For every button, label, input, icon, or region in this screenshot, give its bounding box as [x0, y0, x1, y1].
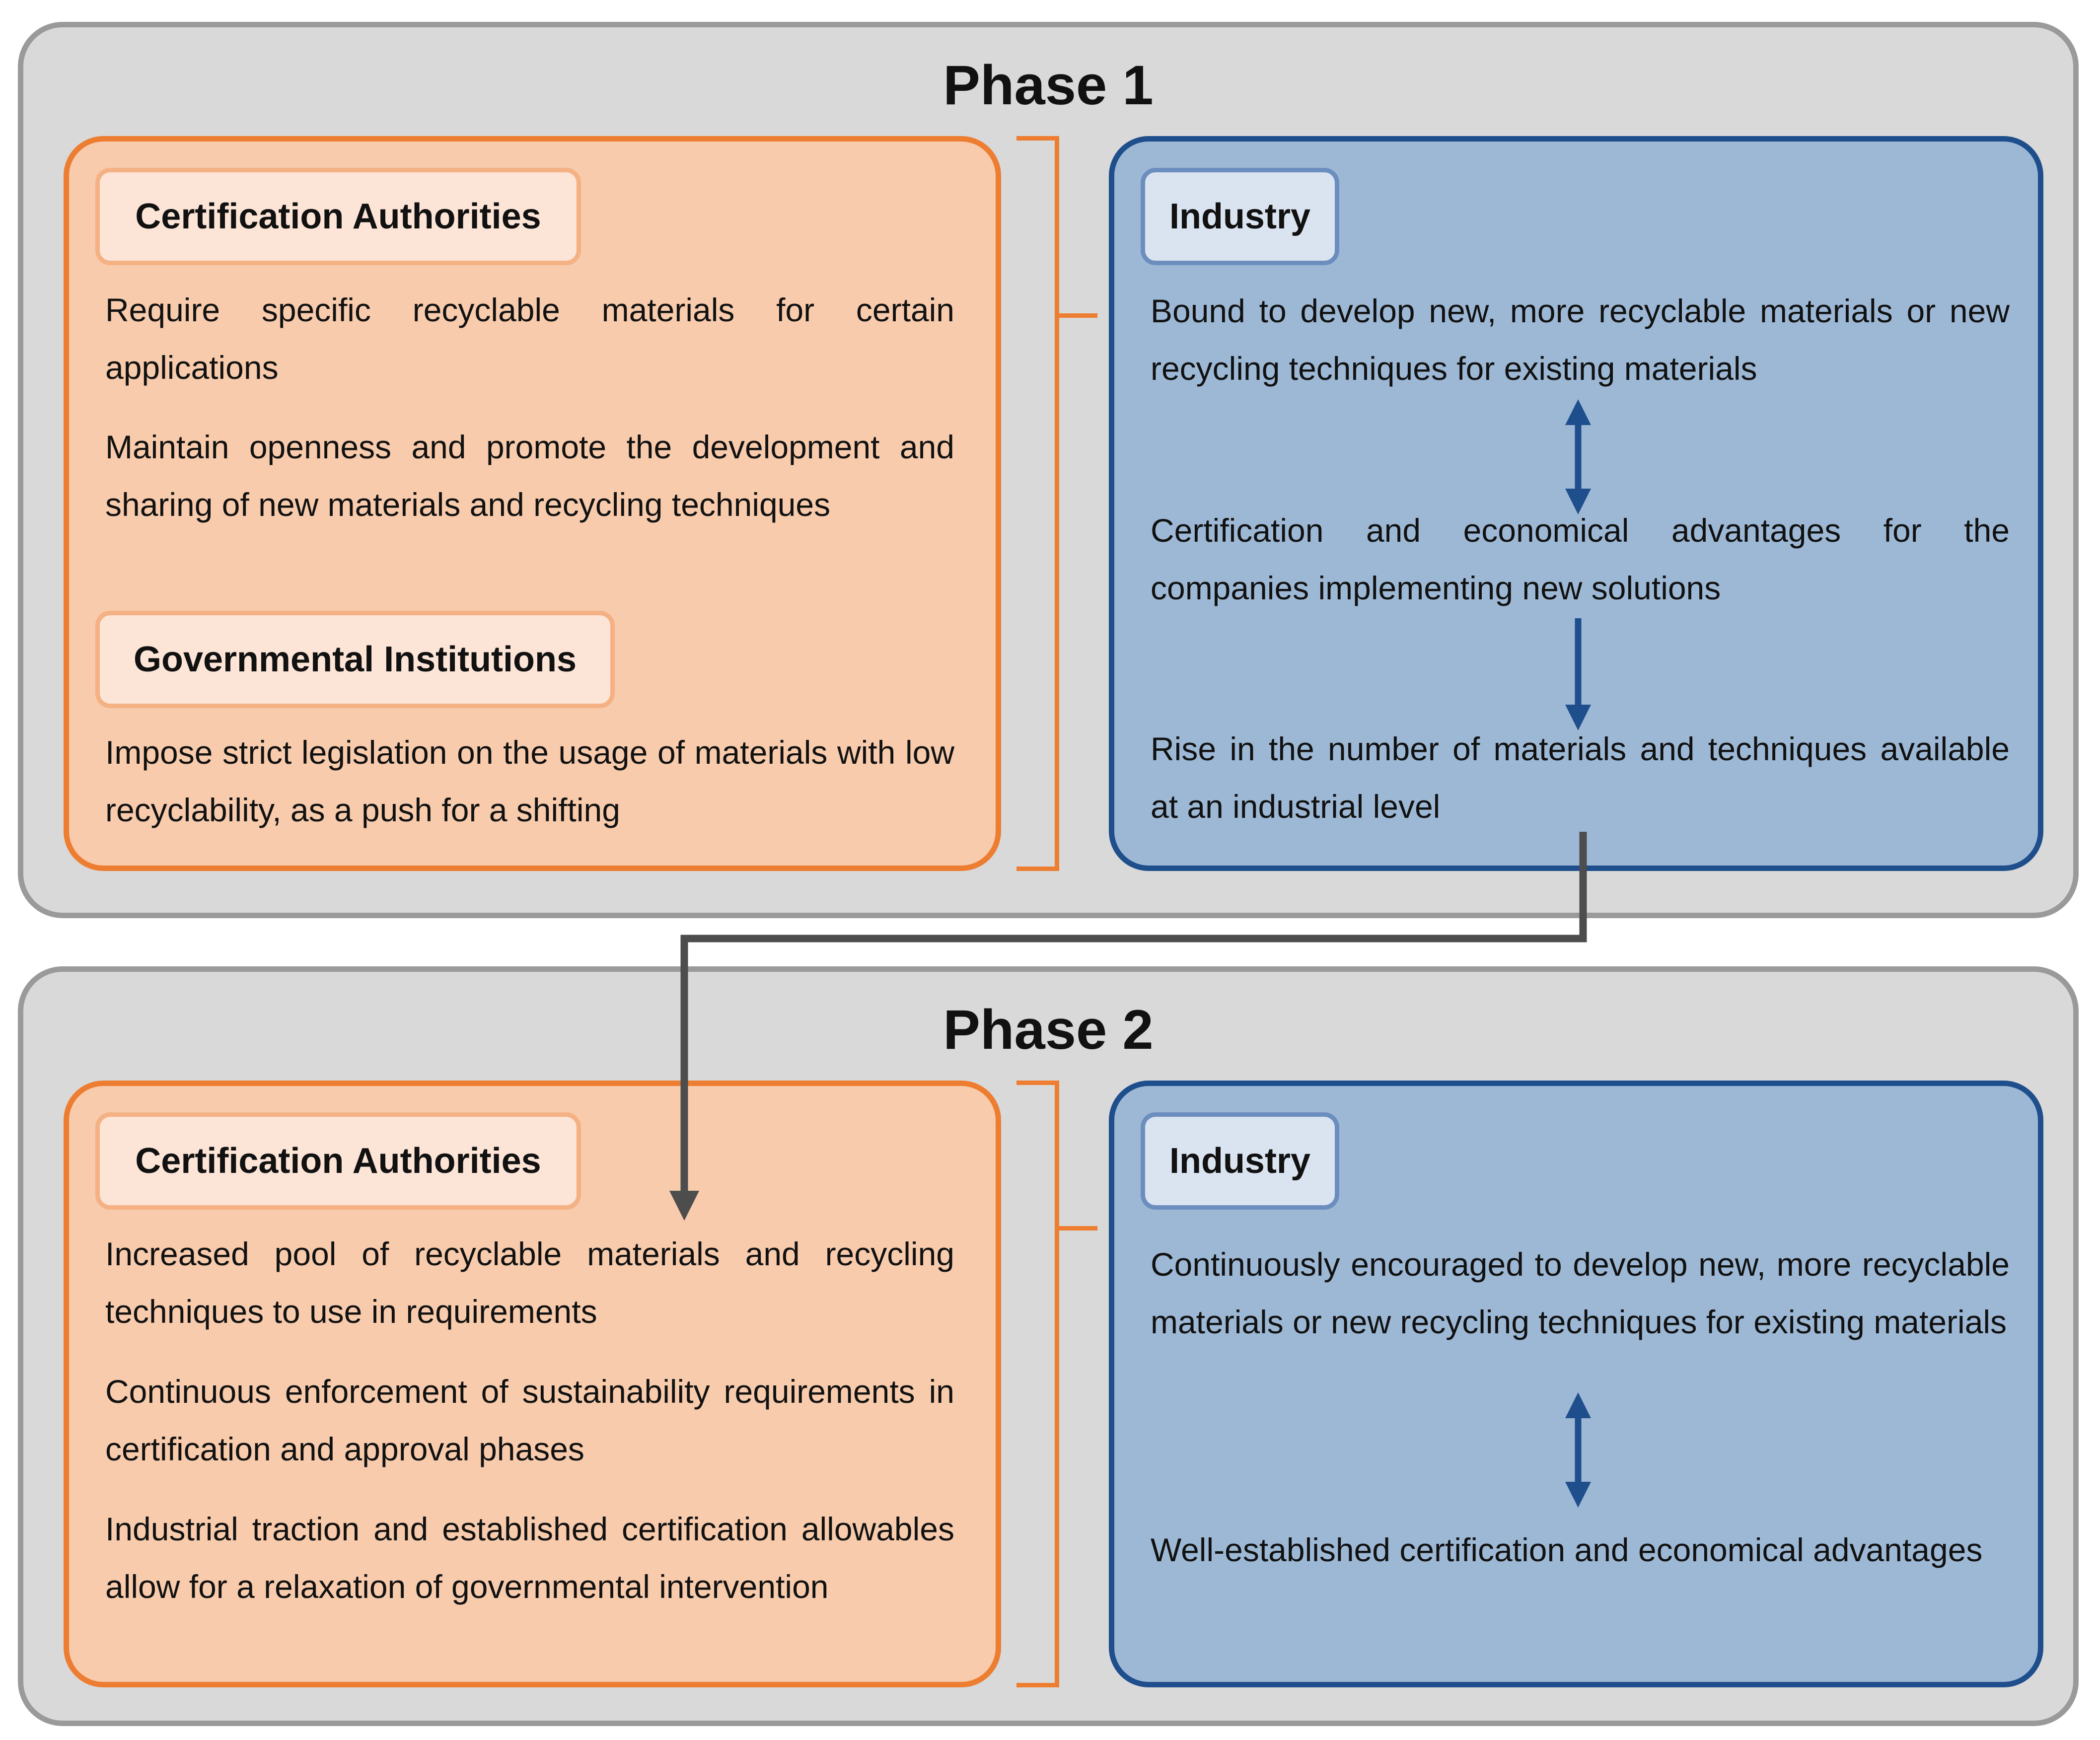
- phase-2-certification-item-2: Continuous enforcement of sustainability…: [105, 1373, 954, 1467]
- phase-1-government-item-1: Impose strict legislation on the usage o…: [105, 734, 954, 828]
- phase-1-industry-item-3: Rise in the number of materials and tech…: [1151, 730, 2010, 825]
- phase-1-industry-label: Industry: [1141, 168, 1339, 265]
- phase-2-certification-authorities-label: Certification Authorities: [95, 1112, 581, 1210]
- phase-1-industry-item-2: Certification and economical advantages …: [1151, 512, 2010, 606]
- phase-2-title: Phase 2: [943, 999, 1154, 1061]
- phase-1-governmental-institutions-label: Governmental Institutions: [95, 611, 615, 708]
- phase-1-certification-item-1: Require specific recyclable materials fo…: [105, 291, 954, 386]
- phase-2-bracket-tick: [1058, 1226, 1097, 1231]
- phase-1-title: Phase 1: [943, 54, 1154, 116]
- phase-2-industry-label: Industry: [1141, 1112, 1339, 1210]
- phase-1-certification-item-2: Maintain openness and promote the develo…: [105, 429, 954, 523]
- phase-2-bracket: [1016, 1081, 1059, 1687]
- phase-2-certification-item-1: Increased pool of recyclable materials a…: [105, 1235, 954, 1330]
- phase-2-industry-item-1: Continuously encouraged to develop new, …: [1151, 1246, 2010, 1340]
- phase-2-industry-item-2: Well-established certification and econo…: [1151, 1531, 1983, 1568]
- phase-1-industry-item-1: Bound to develop new, more recyclable ma…: [1151, 292, 2010, 387]
- phase-1-certification-authorities-label: Certification Authorities: [95, 168, 581, 265]
- phase-1-bracket: [1016, 136, 1059, 871]
- phase-2-certification-item-3: Industrial traction and established cert…: [105, 1511, 954, 1605]
- phase-1-bracket-tick: [1058, 313, 1097, 318]
